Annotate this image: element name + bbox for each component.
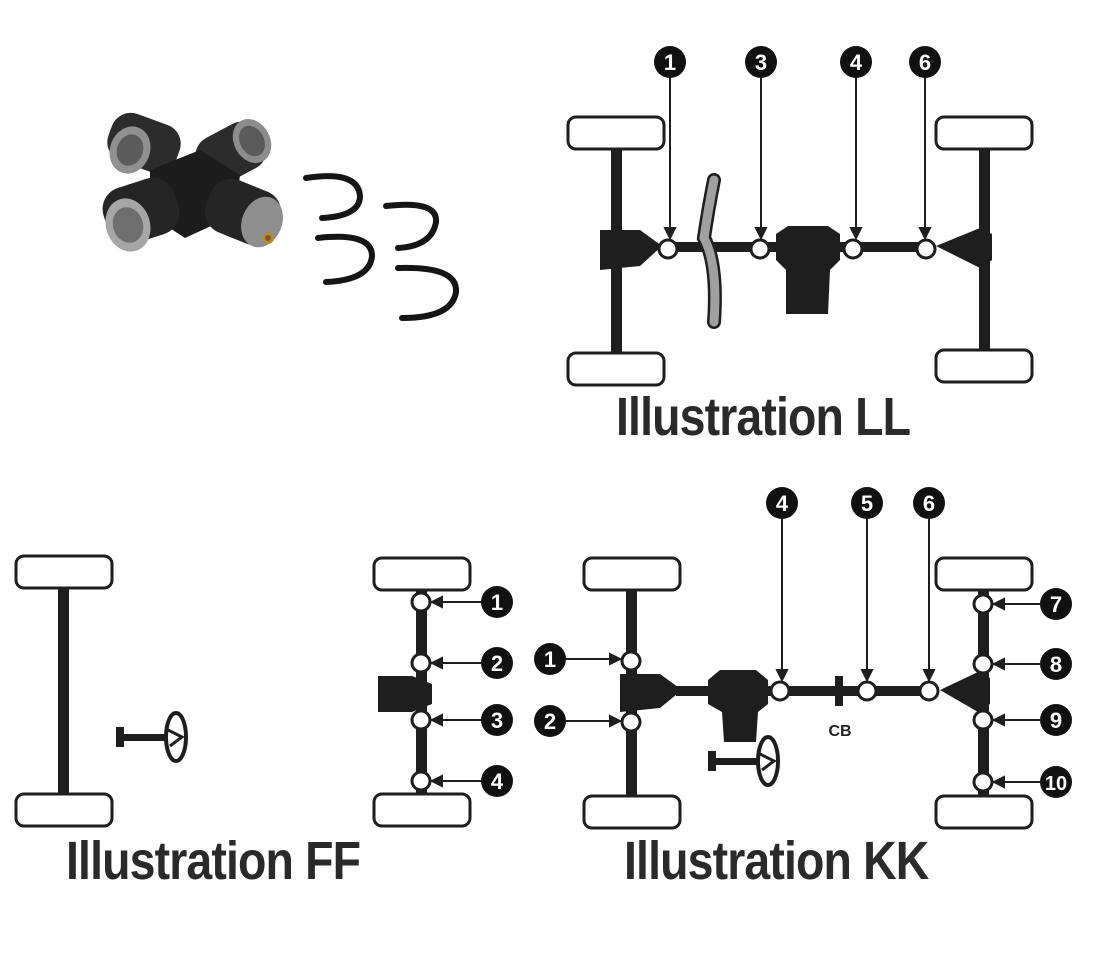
callout-badge: 5: [851, 487, 883, 519]
joint-circle-icon: [918, 680, 940, 702]
joint-circle-icon: [410, 652, 432, 674]
callout-number: 8: [1050, 652, 1062, 677]
callout-badge: 6: [913, 487, 945, 519]
wheel: [934, 115, 1034, 151]
callout-badge: 7: [1040, 588, 1072, 620]
joint-circle-icon: [769, 680, 791, 702]
wheel: [934, 556, 1034, 592]
callout-number: 3: [755, 50, 767, 75]
illustration-ff-title: Illustration FF: [66, 831, 361, 891]
callout-badge: 4: [840, 46, 872, 78]
callout-number: 1: [664, 50, 676, 75]
illustration-ff: 1 2 3 4: [14, 554, 513, 828]
driveshaft: [676, 686, 934, 696]
callout-badge: 9: [1040, 704, 1072, 736]
front-differential: [620, 674, 682, 712]
illustration-ll-title: Illustration LL: [616, 387, 911, 447]
callout-number: 1: [491, 590, 503, 615]
callout-number: 1: [544, 647, 556, 672]
callout-badge: 2: [534, 705, 566, 737]
callout-number: 6: [923, 491, 935, 516]
joint-circle-icon: [915, 238, 937, 260]
joint-circle-icon: [410, 770, 432, 792]
callout-badge: 1: [481, 586, 513, 618]
callout-badge: 10: [1040, 766, 1072, 798]
joint-circle-icon: [620, 650, 642, 672]
cb-label: CB: [828, 723, 851, 740]
joint-circle-icon: [410, 591, 432, 613]
callout-badge: 4: [766, 487, 798, 519]
wheel: [934, 348, 1034, 384]
callout-badge: 4: [481, 765, 513, 797]
callout-number: 7: [1050, 592, 1062, 617]
illustration-kk-title: Illustration KK: [624, 831, 929, 891]
callout-number: 5: [861, 491, 873, 516]
illustration-kk: CB: [534, 487, 1072, 830]
joint-circle-icon: [972, 593, 994, 615]
callout-badge: 6: [909, 46, 941, 78]
joint-circle-icon: [972, 709, 994, 731]
callout-badge: 1: [534, 643, 566, 675]
callout-number: 2: [544, 709, 556, 734]
callout-number: 4: [850, 50, 863, 75]
callout-badge: 8: [1040, 648, 1072, 680]
callout-badge: 2: [481, 647, 513, 679]
wheel: [582, 556, 682, 592]
wheel: [372, 792, 472, 828]
steering-wheel-icon: [116, 711, 188, 763]
callout-badge: 3: [481, 704, 513, 736]
wheel: [14, 792, 114, 828]
wheel: [372, 556, 472, 592]
front-differential: [600, 230, 662, 270]
retaining-clip-icon: [303, 173, 459, 321]
wheel: [566, 115, 666, 151]
joint-circle-icon: [620, 711, 642, 733]
transmission: [776, 226, 840, 314]
callout-badge: 1: [654, 46, 686, 78]
wheel: [14, 554, 114, 590]
rear-differential: [940, 672, 990, 712]
callout-number: 10: [1045, 773, 1067, 795]
callout-number: 9: [1050, 708, 1062, 733]
callout-number: 6: [919, 50, 931, 75]
wheel: [934, 794, 1034, 830]
steering-wheel-icon: [708, 735, 780, 787]
illustration-ll: 1 3 4 6: [566, 46, 1034, 387]
callout-number: 4: [491, 769, 504, 794]
rear-axle: [58, 588, 69, 794]
joint-circle-icon: [410, 709, 432, 731]
joint-circle-icon: [856, 680, 878, 702]
universal-joint-photo-icon: [102, 112, 283, 252]
rear-differential: [936, 228, 992, 268]
front-differential: [378, 676, 432, 712]
joint-circle-icon: [972, 653, 994, 675]
wheel: [582, 794, 682, 830]
wheel: [566, 351, 666, 387]
center-bearing: [835, 676, 843, 706]
joint-circle-icon: [749, 238, 771, 260]
callout-number: 2: [491, 651, 503, 676]
callout-number: 3: [491, 708, 503, 733]
joint-circle-icon: [842, 238, 864, 260]
transmission: [708, 670, 768, 742]
callout-number: 4: [776, 491, 789, 516]
joint-circle-icon: [657, 238, 679, 260]
callout-badge: 3: [745, 46, 777, 78]
joint-circle-icon: [972, 771, 994, 793]
